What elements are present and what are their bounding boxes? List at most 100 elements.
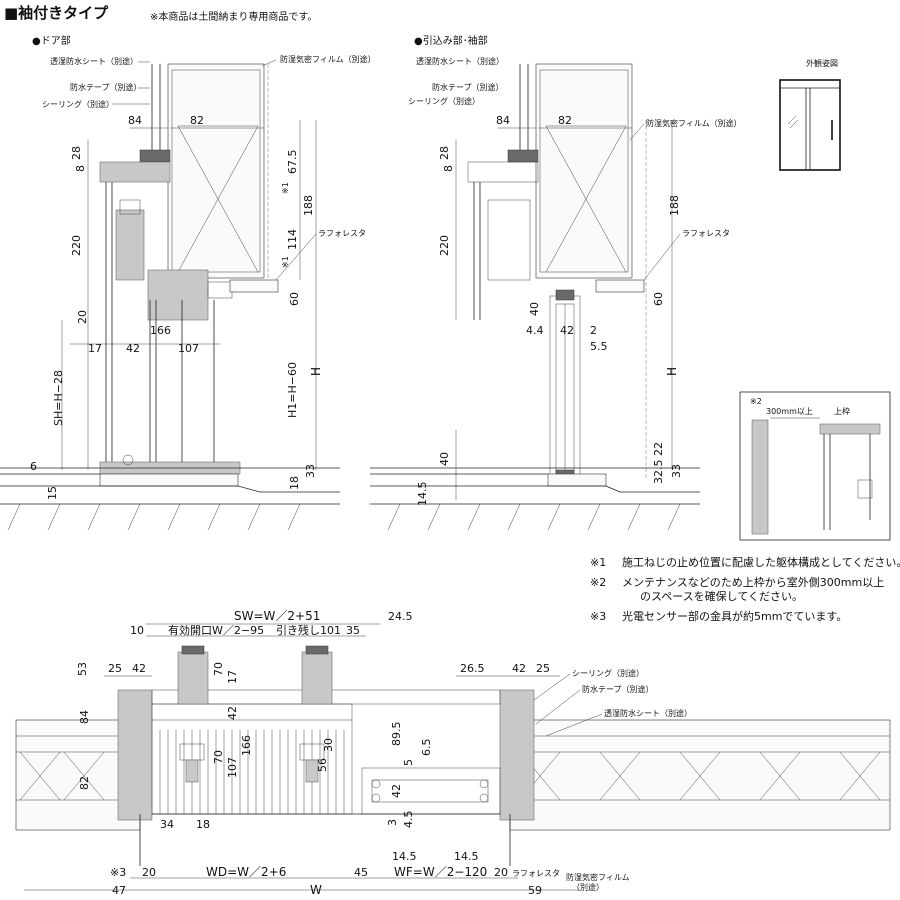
plan-dim-53: 53 <box>76 662 89 676</box>
door-section: ●ドア部 <box>0 34 376 531</box>
detail-2: ※2 300mm以上 上枠 <box>739 391 891 541</box>
plan-dim-wf: WF=W／2−120 <box>394 865 487 879</box>
plan-dim-3: 3 <box>386 819 399 826</box>
pullin-section-title: ●引込み部･袖部 <box>414 34 488 47</box>
pullin-dim-14-5: 14.5 <box>416 482 429 507</box>
note-3-text: 光電センサー部の金具が約5mmでています。 <box>622 609 847 623</box>
mark-1b: ※1 <box>281 256 290 268</box>
plan-dim-34: 34 <box>160 818 174 831</box>
pullin-label-sealing: シーリング（別途） <box>408 96 480 106</box>
mark-1a: ※1 <box>281 182 290 194</box>
plan-dim-42b: 42 <box>512 662 526 675</box>
plan-dim-166: 166 <box>240 735 253 756</box>
note-3-mark: ※3 <box>590 610 606 623</box>
plan-label-breather-sheet: 透湿防水シート（別途） <box>604 708 692 718</box>
plan-dim-14-5b: 14.5 <box>454 850 479 863</box>
plan-dim-84: 84 <box>78 710 91 724</box>
plan-label-waterproof-tape: 防水テープ（別途） <box>582 684 654 694</box>
pullin-dim-32-5: 32.5 <box>652 460 665 485</box>
pullin-dim-188: 188 <box>668 195 681 216</box>
plan-dim-wd: WD=W／2+6 <box>206 865 286 879</box>
pullin-dim-28: 28 <box>438 146 451 160</box>
plan-dim-17: 17 <box>226 670 239 684</box>
pullin-label-breather-sheet: 透湿防水シート（別途） <box>416 56 504 66</box>
exterior-view: 外観姿図 <box>779 58 841 171</box>
plan-dim-89-5: 89.5 <box>390 722 403 747</box>
dim-h: H <box>309 367 323 376</box>
pullin-wall-block <box>535 63 633 279</box>
plan-dim-70b: 70 <box>212 750 225 764</box>
dim-114: 114 <box>286 229 299 250</box>
wall-block <box>167 63 265 279</box>
pullin-label-waterproof-tape: 防水テープ（別途） <box>432 82 504 92</box>
pullin-label-laforesta: ラフォレスタ <box>682 229 730 238</box>
detail-2-mark: ※2 <box>750 397 762 406</box>
dim-84: 84 <box>128 114 142 127</box>
dim-h1: H1=H−60 <box>286 362 299 418</box>
plan-dim-35: 35 <box>346 624 360 637</box>
header-note: ※本商品は土間納まり専用商品です。 <box>150 10 317 23</box>
dim-20: 20 <box>76 310 89 324</box>
dim-42: 42 <box>126 342 140 355</box>
label-breather-sheet: 透湿防水シート（別途） <box>50 56 138 66</box>
dim-6: 6 <box>30 460 37 473</box>
note-2-mark: ※2 <box>590 576 606 589</box>
note-2-text: メンテナンスなどのため上枠から室外側300mm以上 <box>622 575 884 589</box>
plan-dim-26-5: 26.5 <box>460 662 485 675</box>
pullin-dim-40a: 40 <box>528 302 541 316</box>
plan-dim-24-5: 24.5 <box>388 610 413 623</box>
plan-dim-w: W <box>310 883 322 897</box>
left-jamb <box>117 689 153 821</box>
dim-166: 166 <box>150 324 171 337</box>
dim-60: 60 <box>288 292 301 306</box>
plan-dim-left: 引き残し101 <box>276 623 341 637</box>
notes: ※1 施工ねじの止め位置に配慮した躯体構成としてください。 ※2 メンテナンスな… <box>590 555 900 623</box>
side-panel <box>361 767 501 815</box>
dim-107: 107 <box>178 342 199 355</box>
plan-dim-25b: 25 <box>536 662 550 675</box>
plan-label-airtight-film-note: （別途） <box>572 882 604 892</box>
plan-dim-10: 10 <box>130 624 144 637</box>
plan-dim-5: 5 <box>402 759 415 766</box>
plan-view: SW=W／2+51 24.5 10 有効開口W／2−95 引き残し101 35 … <box>15 609 891 897</box>
note-1-text: 施工ねじの止め位置に配慮した躯体構成としてください。 <box>622 555 900 569</box>
plan-dim-6-5: 6.5 <box>420 739 433 757</box>
plan-mark-3: ※3 <box>110 866 126 879</box>
label-waterproof-tape: 防水テープ（別途） <box>70 82 142 92</box>
plan-dim-25a: 25 <box>108 662 122 675</box>
detail-2-box <box>739 391 891 541</box>
pullin-dim-22: 22 <box>652 442 665 456</box>
plan-dim-14-5a: 14.5 <box>392 850 417 863</box>
plan-dim-42c: 42 <box>390 784 403 798</box>
note-1-mark: ※1 <box>590 556 606 569</box>
plan-dim-30: 30 <box>322 738 335 752</box>
dim-8: 8 <box>74 165 87 172</box>
dim-sh: SH=H−28 <box>52 370 65 426</box>
detail-2-label: 上枠 <box>834 406 850 416</box>
plan-dim-20a: 20 <box>142 866 156 879</box>
plan-label-sealing: シーリング（別途） <box>572 668 644 678</box>
plan-dim-70a: 70 <box>212 662 225 676</box>
plan-dim-82: 82 <box>78 776 91 790</box>
page-title: ■袖付きタイプ <box>4 4 109 22</box>
plan-label-laforesta: ラフォレスタ <box>512 869 560 878</box>
dim-28: 28 <box>70 146 83 160</box>
right-jamb <box>499 689 535 821</box>
sensor-right <box>301 651 333 705</box>
plan-dim-56: 56 <box>316 758 329 772</box>
pullin-label-airtight-film: 防湿気密フィルム（別途） <box>646 118 742 128</box>
plan-dim-45: 45 <box>354 866 368 879</box>
plan-dim-20b: 20 <box>494 866 508 879</box>
plan-label-airtight-film: 防湿気密フィルム <box>566 872 630 882</box>
pullin-dim-40b: 40 <box>438 452 451 466</box>
door-section-title: ●ドア部 <box>32 34 71 47</box>
dim-82: 82 <box>190 114 204 127</box>
dim-17: 17 <box>88 342 102 355</box>
label-airtight-film: 防湿気密フィルム（別途） <box>280 54 376 64</box>
plan-dim-59: 59 <box>528 884 542 897</box>
pullin-dim-8: 8 <box>442 165 455 172</box>
pullin-dim-4-4: 4.4 <box>526 324 544 337</box>
exterior-view-title: 外観姿図 <box>806 58 838 68</box>
pullin-dim-h: H <box>665 367 679 376</box>
